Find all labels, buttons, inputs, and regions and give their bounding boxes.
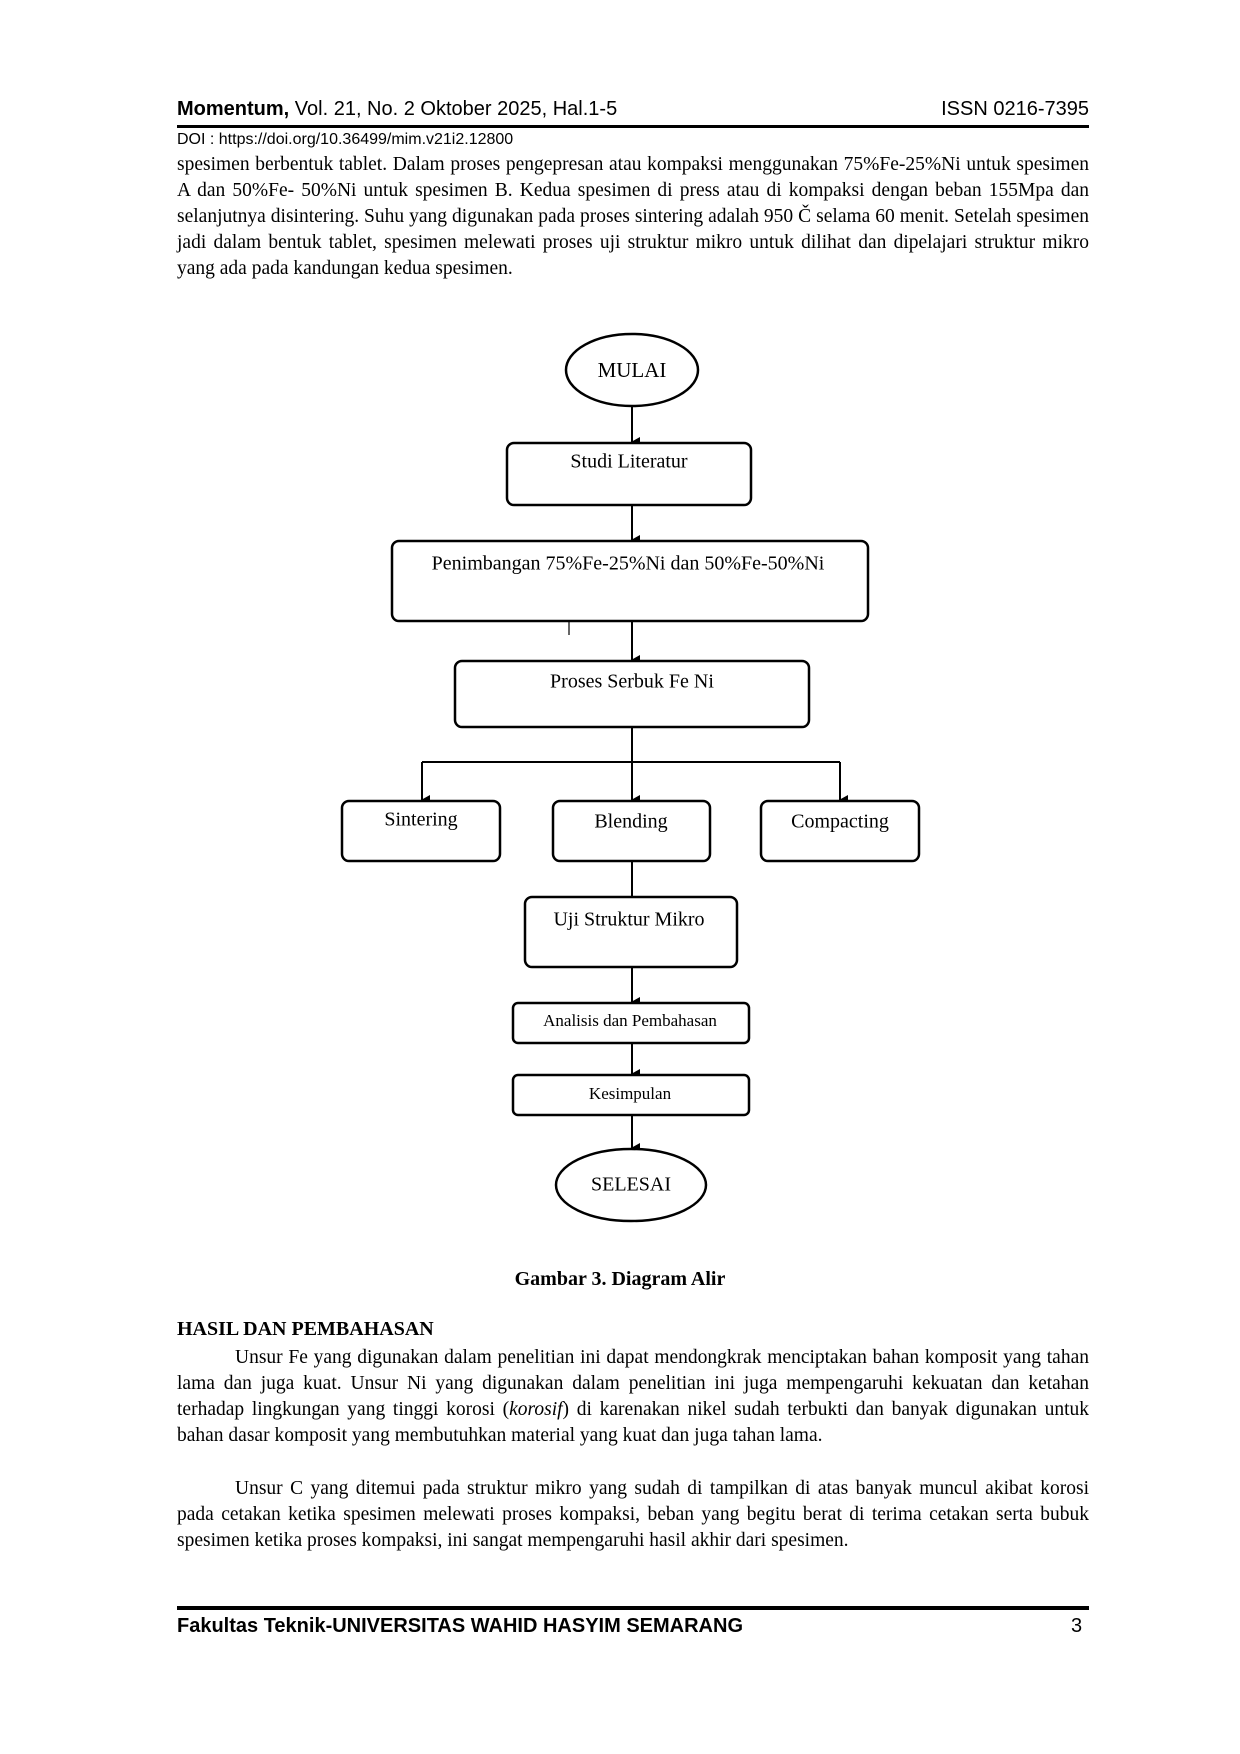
branch-blending-label: Blending [594, 811, 667, 833]
step-powder-label: Proses Serbuk Fe Ni [550, 671, 714, 693]
figure-caption: Gambar 3. Diagram Alir [514, 1268, 726, 1290]
flowchart: MULAI Studi Literatur Penimbangan 75%Fe-… [340, 332, 921, 1223]
paragraph-text: ) di karenakan nikel sudah terbukti dan … [177, 1399, 1089, 1446]
issn: ISSN 0216-7395 [941, 98, 1089, 120]
volume-info: Vol. 21, No. 2 Oktober 2025, Hal.1-5 [289, 98, 618, 120]
step-conclusion-label: Kesimpulan [589, 1084, 672, 1103]
footer-rule [177, 1606, 1089, 1610]
step-literature-label: Studi Literatur [570, 451, 688, 473]
branch-compacting-box [759, 799, 921, 863]
step-microstructure-label: Uji Struktur Mikro [553, 909, 704, 931]
step-analysis-label: Analisis dan Pembahasan [543, 1011, 717, 1030]
body-paragraph: Unsur C yang ditemui pada struktur mikro… [177, 1478, 1089, 1551]
body-paragraph: Unsur Fe yang digunakan dalam penelitian… [177, 1345, 1089, 1449]
step-microstructure-box [523, 895, 739, 969]
italic-term: korosif [509, 1399, 563, 1420]
doi-link[interactable]: DOI : https://doi.org/10.36499/mim.v21i2… [177, 131, 514, 148]
branch-compacting-label: Compacting [791, 811, 889, 833]
paragraph-text: Unsur Fe yang digunakan dalam penelitian… [177, 1347, 1089, 1420]
footer-institution: Fakultas Teknik-UNIVERSITAS WAHID HASYIM… [177, 1615, 743, 1637]
end-oval [554, 1147, 708, 1223]
header-rule [177, 125, 1089, 128]
running-header: Momentum, Vol. 21, No. 2 Oktober 2025, H… [177, 98, 1089, 124]
branch-sintering-box [340, 799, 502, 863]
section-heading: HASIL DAN PEMBAHASAN [177, 1318, 434, 1340]
branch-sintering-label: Sintering [384, 809, 457, 831]
end-label: SELESAI [591, 1174, 671, 1196]
journal-name: Momentum, [177, 98, 290, 120]
step-literature-box [505, 441, 753, 507]
page-number: 3 [1071, 1615, 1083, 1637]
step-weighing-box [390, 539, 870, 623]
step-weighing-label: Penimbangan 75%Fe-25%Ni dan 50%Fe-50%Ni [432, 553, 825, 575]
intro-paragraph: spesimen berbentuk tablet. Dalam proses … [177, 154, 1089, 279]
start-label: MULAI [598, 358, 667, 382]
